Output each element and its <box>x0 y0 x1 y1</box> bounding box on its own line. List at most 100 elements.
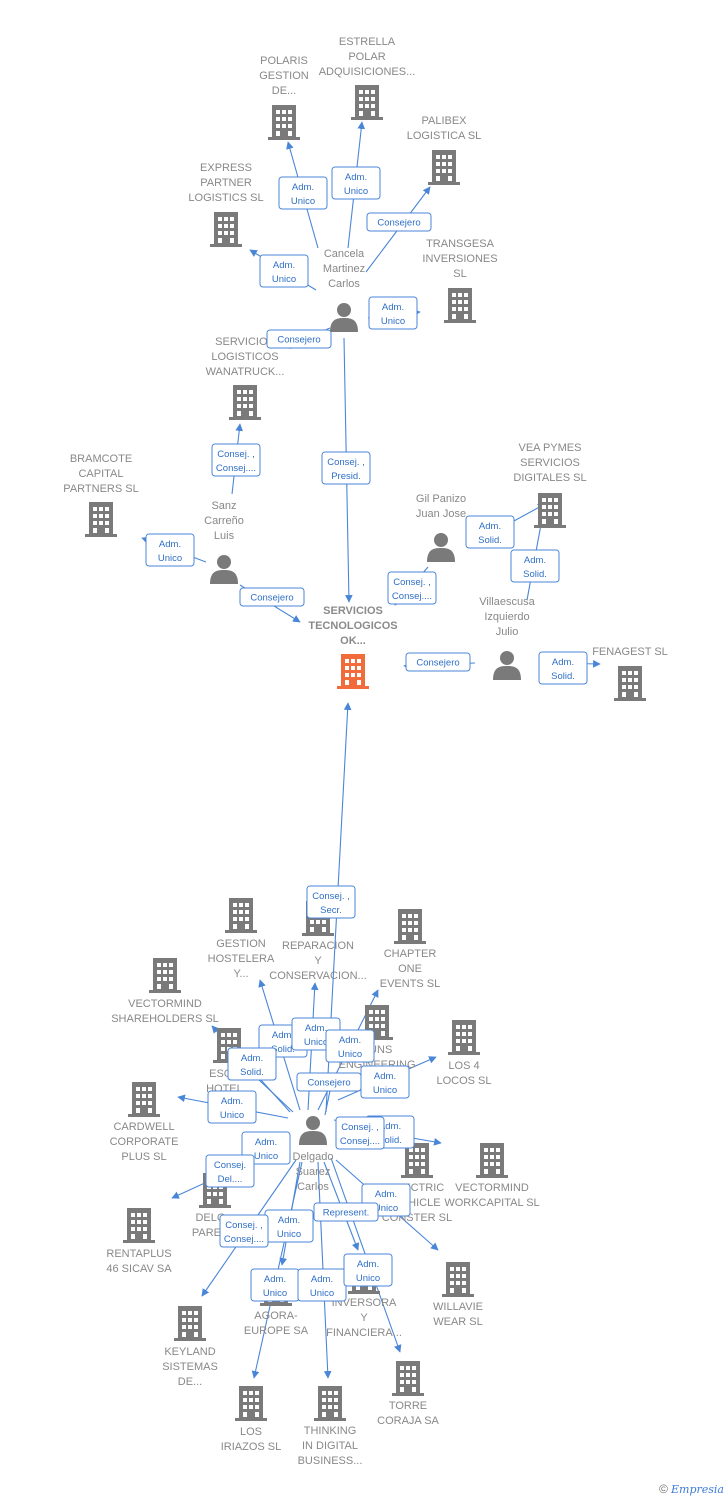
edge-label-cancela-wanatruck[interactable]: Consejero <box>266 329 332 349</box>
edge-label-delgado-keyland[interactable]: Consej. ,Consej.... <box>219 1214 269 1248</box>
node-wanatruck[interactable]: SERVICIOSLOGISTICOSWANATRUCK... <box>206 336 285 420</box>
node-label-line: SERVICIOS <box>520 457 580 469</box>
edge-label-text: Del.... <box>218 1174 243 1185</box>
edge-label-text: Adm. <box>552 657 574 668</box>
edge-label-cancela-polaris[interactable]: Adm.Unico <box>278 176 328 210</box>
edge-label-cancela-palibex[interactable]: Consejero <box>366 212 432 232</box>
node-label-line: TECNOLOGICOS <box>308 620 397 632</box>
edge-label-gil-main[interactable]: Consej. ,Consej.... <box>387 571 437 605</box>
edge-label-text: Unico <box>374 1203 398 1214</box>
edge-label-delgado-agora[interactable]: Adm.Unico <box>264 1209 314 1243</box>
edge-label-delgado-inversora[interactable]: Represent. <box>313 1202 379 1222</box>
person-icon <box>210 555 238 584</box>
edge-label-box <box>325 1029 375 1063</box>
edge-label-text: Unico <box>272 274 296 285</box>
brand-logo[interactable]: Empresia <box>671 1483 724 1496</box>
edge-label-sanz-main[interactable]: Consejero <box>239 587 305 607</box>
edge-label-villaescusa-fenagest[interactable]: Adm. Solid. <box>538 651 588 685</box>
edge-label-sanz-wanatruck[interactable]: Consej. ,Consej.... <box>211 443 261 477</box>
edge-label-gil-veapymes[interactable]: Adm.Solid. <box>465 515 515 549</box>
edge-label-text: Consej. <box>214 1160 246 1171</box>
node-gestion[interactable]: GESTIONHOSTELERAY... <box>208 898 275 980</box>
node-fenagest[interactable]: FENAGEST SL <box>592 646 668 701</box>
edge-label-delgado-vshare[interactable]: Adm.Solid. <box>227 1047 277 1081</box>
edge-label-box <box>205 1154 255 1188</box>
edge-label-text: Adm. <box>273 260 295 271</box>
node-label-line: IN DIGITAL <box>302 1440 358 1452</box>
node-label-line: ONE <box>398 963 422 975</box>
node-main[interactable]: SERVICIOSTECNOLOGICOSOK... <box>308 605 398 689</box>
node-label-line: Izquierdo <box>484 611 529 623</box>
edge-label-text: Adm. <box>375 1189 397 1200</box>
node-label-line: SISTEMAS <box>162 1361 218 1373</box>
edge-label-delgado-cardwell[interactable]: Adm.Unico <box>207 1090 257 1124</box>
edge-label-text: Solid. <box>240 1067 264 1078</box>
edge-label-box <box>313 1202 379 1222</box>
company-building-icon <box>476 1143 508 1178</box>
node-label-line: DE... <box>272 85 296 97</box>
edge-label-delgado-thinking[interactable]: Adm.Unico <box>297 1268 347 1302</box>
edge-label-delgado-los4[interactable]: Adm.Unico <box>360 1065 410 1099</box>
edge-label-cancela-estrella[interactable]: Adm.Unico <box>331 166 381 200</box>
edge-label-text: Adm. <box>379 1121 401 1132</box>
node-estrella[interactable]: ESTRELLAPOLARADQUISICIONES... <box>319 36 416 120</box>
node-keyland[interactable]: KEYLANDSISTEMASDE... <box>162 1306 218 1388</box>
node-label-line: WANATRUCK... <box>206 366 285 378</box>
edge-label-cancela-transgesa[interactable]: Adm.Unico <box>368 296 418 330</box>
node-agora[interactable]: AGORA-EUROPE SA <box>244 1271 309 1337</box>
edge-label-text: Solid. <box>551 671 575 682</box>
edge-label-delgado-rentaplus[interactable]: Consej. Del.... <box>205 1154 255 1188</box>
edge-label-cancela-express[interactable]: Adm. Unico <box>259 254 309 288</box>
edge-labels-layer: Adm.UnicoAdm.UnicoConsejeroAdm.UnicoAdm.… <box>145 166 588 1302</box>
edge-label-text: Consej. , <box>327 457 365 468</box>
edge-label-delgado-main[interactable]: Consej. ,Secr. <box>306 885 356 919</box>
edge-label-box <box>259 254 309 288</box>
node-reparacion[interactable]: REPARACIONYCONSERVACION... <box>269 901 367 982</box>
node-label-line: BRAMCOTE <box>70 453 132 465</box>
edge-label-delgado-suns[interactable]: Consejero <box>296 1072 362 1092</box>
edge-label-sanz-bramcote[interactable]: Adm.Unico <box>145 533 195 567</box>
edge-label-cancela-main[interactable]: Consej. ,Presid. <box>321 451 371 485</box>
company-building-icon <box>614 666 646 701</box>
edge-label-villaescusa-veapymes[interactable]: Adm.Solid. <box>510 549 560 583</box>
edge-label-text: Unico <box>158 553 182 564</box>
company-building-icon <box>444 288 476 323</box>
edge-label-delgado-vwork[interactable]: Consej. ,Consej.... <box>335 1116 385 1150</box>
edge-label-box <box>239 587 305 607</box>
edge-label-delgado-irazos[interactable]: Adm.Unico <box>250 1268 300 1302</box>
edge-label-delgado-torre[interactable]: Adm.Unico <box>343 1253 393 1287</box>
node-label-line: LOGISTICOS <box>211 351 278 363</box>
edge-label-delgado-chapter[interactable]: Adm.Unico <box>325 1029 375 1063</box>
node-label-line: PARTNERS SL <box>63 483 138 495</box>
edge-label-villaescusa-main[interactable]: Consejero <box>405 652 471 672</box>
edge-label-text: Adm. <box>524 555 546 566</box>
company-building-icon <box>225 898 257 933</box>
node-label-line: Cancela <box>324 248 365 260</box>
edge-label-box <box>465 515 515 549</box>
node-label-line: KEYLAND <box>164 1346 215 1358</box>
node-polaris[interactable]: POLARISGESTIONDE... <box>259 55 309 140</box>
edge-label-box <box>278 176 328 210</box>
node-inversora[interactable]: INVERSORAYFINANCIERA... <box>326 1259 402 1339</box>
edge-label-text: Unico <box>220 1110 244 1121</box>
